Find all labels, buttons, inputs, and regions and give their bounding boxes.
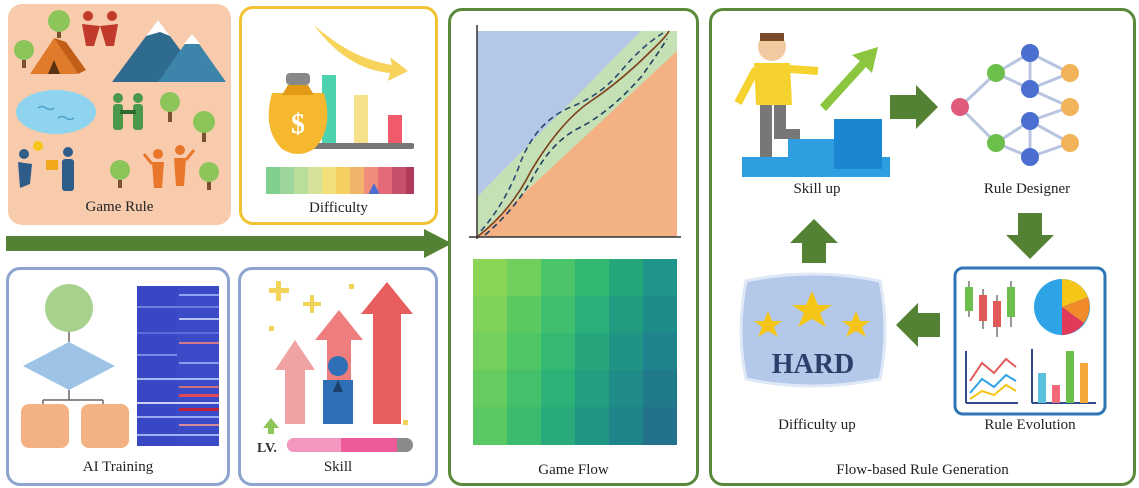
flowchart-icon xyxy=(21,284,129,448)
game-rule-caption: Game Rule xyxy=(85,199,154,215)
svg-text:$: $ xyxy=(291,109,305,140)
game-flow-illustration xyxy=(469,25,681,445)
tree-icon xyxy=(48,10,70,38)
difficulty-pointer-icon xyxy=(368,183,380,194)
down-trend-arrow-icon xyxy=(314,25,408,81)
lake-icon xyxy=(16,90,96,134)
handshake-icon xyxy=(113,93,143,130)
difficulty-illustration: $ xyxy=(266,25,414,194)
flow-rule-generation-caption: Flow-based Rule Generation xyxy=(836,462,1009,478)
skill-panel: LV. Skill xyxy=(238,267,438,486)
rule-designer-network-icon xyxy=(958,51,1071,159)
game-rule-illustration xyxy=(14,10,226,191)
arrow-down-icon xyxy=(1006,213,1054,259)
wrestlers-icon xyxy=(82,11,118,46)
rule-designer-label: Rule Designer xyxy=(983,181,1071,197)
tree-icon xyxy=(14,40,34,68)
difficulty-caption: Difficulty xyxy=(309,200,368,216)
tree-icon xyxy=(160,92,180,122)
bar-icon xyxy=(388,115,402,145)
skill-illustration: LV. xyxy=(257,281,413,455)
arrow-right-icon xyxy=(890,85,938,129)
skill-up-icon xyxy=(734,33,890,177)
flow-heatmap xyxy=(473,259,677,445)
difficulty-panel: $ Difficulty xyxy=(239,6,438,225)
skill-caption: Skill xyxy=(323,459,353,475)
pie-chart-icon xyxy=(1034,279,1090,335)
flow-channel-chart xyxy=(469,25,681,239)
tree-icon xyxy=(199,162,219,190)
ai-training-illustration xyxy=(21,284,219,448)
hard-badge-icon: HARD xyxy=(739,272,887,388)
cheering-people-icon xyxy=(142,145,196,188)
ai-training-panel: AI Training xyxy=(6,267,230,486)
bar-icon xyxy=(354,95,368,145)
money-bag-icon: $ xyxy=(268,73,328,154)
arrow-up-icon xyxy=(790,219,838,263)
game-flow-caption: Game Flow xyxy=(538,462,609,478)
training-heatmap xyxy=(137,286,219,446)
difficulty-up-label: Difficulty up xyxy=(778,417,856,433)
level-bar-icon: LV. xyxy=(257,418,413,455)
rule-evolution-box xyxy=(953,266,1107,416)
ai-training-caption: AI Training xyxy=(82,459,154,475)
tent-icon xyxy=(30,38,86,74)
network-nodes xyxy=(951,44,1079,166)
tree-icon xyxy=(110,160,130,188)
bar-chart-icon xyxy=(1031,349,1096,404)
game-flow-panel: Game Flow xyxy=(448,8,699,486)
main-flow-arrow xyxy=(6,229,452,258)
skill-up-label: Skill up xyxy=(793,181,841,197)
level-label: LV. xyxy=(257,441,277,455)
mountains-icon xyxy=(112,20,226,82)
rule-evolution-label: Rule Evolution xyxy=(984,417,1076,433)
difficulty-gradient-bar xyxy=(266,167,414,194)
arrow-left-icon xyxy=(896,303,940,347)
person-icon xyxy=(323,356,353,424)
tree-icon xyxy=(193,111,215,142)
candlestick-icon xyxy=(965,281,1015,337)
gift-exchange-icon xyxy=(18,141,74,191)
rule-generation-illustration: HARD xyxy=(734,33,1107,416)
flow-rule-generation-panel: HARD Skill up Rule Designer Rule Evoluti… xyxy=(709,8,1136,486)
line-chart-icon xyxy=(965,351,1018,404)
game-rule-panel: Game Rule xyxy=(8,4,231,225)
sparkle-icon xyxy=(269,281,354,331)
hard-label: HARD xyxy=(772,349,854,380)
